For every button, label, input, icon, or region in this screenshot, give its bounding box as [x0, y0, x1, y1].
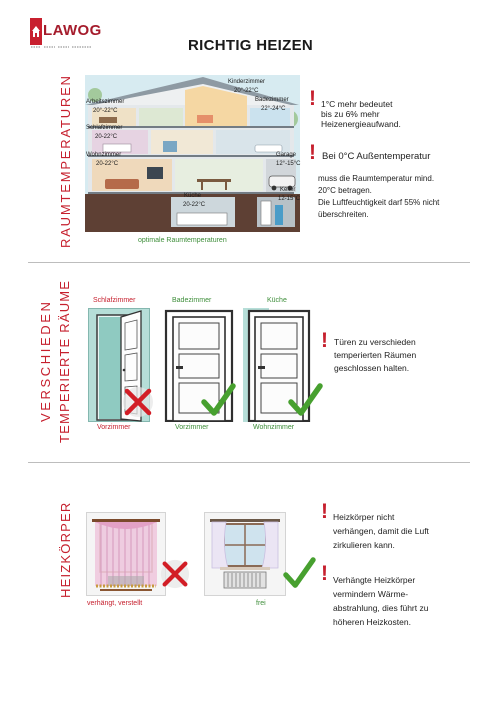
- room-temp-badezimmer: 22°-24°C: [261, 106, 286, 112]
- page-title: RICHTIG HEIZEN: [188, 37, 314, 54]
- note-outside-line: 20°C betragen.: [318, 186, 372, 195]
- room-label-keller: Keller: [280, 187, 296, 193]
- closed-door: [243, 308, 313, 422]
- note-doors-line: temperierten Räumen: [334, 350, 417, 360]
- ground-floor-rooms: [92, 159, 296, 192]
- cross-icon: [123, 387, 153, 417]
- door-bottom-label: Vorzimmer: [97, 424, 131, 431]
- upper-floor-rooms: [92, 130, 290, 154]
- note-outside-lead: Bei 0°C Außentemperatur: [322, 151, 431, 162]
- room-label-badezimmer: Badezimmer: [255, 97, 289, 103]
- note-costs-line: abstrahlung, dies führt zu: [333, 603, 429, 613]
- note-outside-line: überschreiten.: [318, 210, 369, 219]
- room-label-kinderzimmer: Kinderzimmer: [228, 79, 266, 85]
- door-top-label: Schlafzimmer: [93, 297, 136, 304]
- door-bottom-label: Vorzimmer: [175, 424, 209, 431]
- door-top-label: Küche: [267, 297, 287, 304]
- door-closed-illustration: [163, 308, 235, 422]
- note-energy-line: 1°C mehr bedeutet: [321, 99, 393, 109]
- note-circulation-line: zirkulieren kann.: [333, 540, 395, 550]
- section-heading-line-1: VERSCHIEDEN: [38, 299, 53, 423]
- window-caption: verhängt, verstellt: [87, 600, 143, 607]
- closed-door: [163, 308, 235, 422]
- window-covered-radiator-illustration: [86, 512, 166, 596]
- section-divider: [28, 462, 470, 463]
- section-divider: [28, 262, 470, 263]
- room-label-wohnzimmer: Wohnzimmer: [86, 152, 122, 158]
- logo-emblem: [30, 18, 42, 45]
- alert-icon: !: [321, 329, 328, 352]
- room-temp-garage: 12°-15°C: [276, 161, 301, 167]
- note-circulation-line: Heizkörper nicht: [333, 512, 395, 522]
- house-caption: optimale Raumtemperaturen: [138, 237, 227, 244]
- section-heading-heizkoerper: HEIZKÖRPER: [58, 501, 73, 599]
- house-illustration: [85, 75, 300, 232]
- window-caption: frei: [256, 600, 266, 607]
- attic-rooms: [92, 86, 290, 126]
- note-energy-line: Heizenergieaufwand.: [321, 119, 401, 129]
- room-temp-schlafzimmer: 20-22°C: [95, 134, 118, 140]
- note-outside-line: Die Luftfeuchtigkeit darf 55% nicht: [318, 198, 440, 207]
- room-label-schlafzimmer: Schlafzimmer: [86, 125, 123, 131]
- logo-wordmark: LAWOG: [43, 22, 102, 39]
- section-heading-raumtemperaturen: RAUMTEMPERATUREN: [58, 74, 73, 248]
- alert-icon: !: [321, 562, 328, 585]
- room-temp-kinderzimmer: 20°-22°C: [234, 88, 259, 94]
- alert-icon: !: [309, 87, 316, 110]
- floor-separators: [88, 126, 294, 194]
- note-costs-line: vermindern Wärme-: [333, 589, 409, 599]
- door-bottom-label: Wohnzimmer: [253, 424, 295, 431]
- room-label-kueche: Küche: [184, 193, 202, 199]
- note-costs-line: höheren Heizkosten.: [333, 617, 411, 627]
- note-doors-line: Türen zu verschieden: [334, 337, 416, 347]
- note-energy-line: bis zu 6% mehr: [321, 109, 380, 119]
- check-icon: [201, 383, 236, 416]
- note-doors-line: geschlossen halten.: [334, 363, 410, 373]
- free-window: [204, 512, 286, 596]
- logo-tagline-graphic: [31, 46, 91, 48]
- note-costs-line: Verhängte Heizkörper: [333, 575, 416, 585]
- check-icon: [288, 383, 323, 416]
- section-heading-line-2: TEMPERIERTE RÄUME: [57, 279, 72, 443]
- window-free-radiator-illustration: [204, 512, 286, 596]
- alert-icon: !: [309, 141, 316, 164]
- note-circulation-line: verhängen, damit die Luft: [333, 526, 429, 536]
- basement-rooms: [171, 197, 295, 227]
- door-closed-illustration: [243, 308, 313, 422]
- alert-icon: !: [321, 500, 328, 523]
- cross-icon: [160, 559, 190, 589]
- room-label-garage: Garage: [276, 152, 297, 158]
- check-icon: [283, 557, 316, 588]
- room-temp-kueche: 20-22°C: [183, 202, 206, 208]
- room-temp-arbeitszimmer: 20°-22°C: [93, 108, 118, 114]
- room-label-arbeitszimmer: Arbeitszimmer: [86, 99, 125, 105]
- covered-window: [86, 512, 166, 596]
- room-temp-keller: 12-15°C: [278, 196, 301, 202]
- note-outside-line: muss die Raumtemperatur mind.: [318, 174, 435, 183]
- door-top-label: Badezimmer: [172, 297, 212, 304]
- room-temp-wohnzimmer: 20-22°C: [96, 161, 119, 167]
